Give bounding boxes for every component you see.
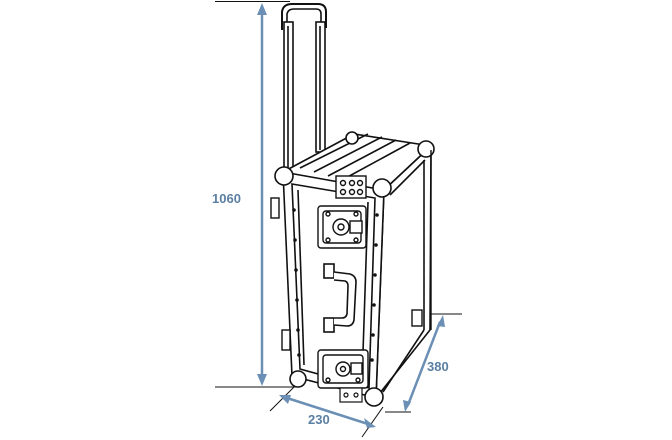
corner-ball-top-left (274, 166, 294, 186)
corner-ball-bottom-right (364, 387, 384, 407)
bottom-rivet-strip (339, 387, 363, 403)
lower-latch (317, 349, 369, 389)
hinge-strip (335, 175, 367, 199)
width-arrow-right (364, 418, 376, 428)
width-dimension-line (286, 396, 369, 426)
corner-ball-top-right (372, 178, 392, 198)
carry-handle (323, 263, 357, 333)
width-extension-right (361, 406, 384, 438)
depth-dimension-line (406, 321, 442, 406)
upper-latch (317, 205, 367, 249)
trolley-handle (281, 3, 327, 173)
width-arrow-left (279, 395, 291, 404)
depth-label: 380 (427, 359, 449, 374)
height-dimension: 1060 (212, 1, 300, 388)
corner-ball-bottom-left (289, 370, 307, 388)
height-label: 1060 (212, 191, 241, 206)
left-feet (270, 197, 291, 351)
corner-ball-top-back (417, 140, 435, 158)
corner-ball-top-rear (345, 131, 359, 145)
height-arrow-top (257, 3, 267, 15)
height-arrow-bottom (257, 374, 267, 386)
flight-case (280, 133, 433, 401)
depth-arrow-top (437, 315, 445, 327)
side-details (411, 150, 432, 330)
edge-rivets (292, 208, 379, 362)
depth-arrow-bottom (403, 400, 411, 412)
width-dimension: 230 (269, 384, 384, 438)
depth-dimension: 380 (385, 313, 462, 413)
handle-grip (281, 3, 327, 30)
width-label: 230 (308, 412, 330, 427)
corner-balls (274, 131, 435, 407)
